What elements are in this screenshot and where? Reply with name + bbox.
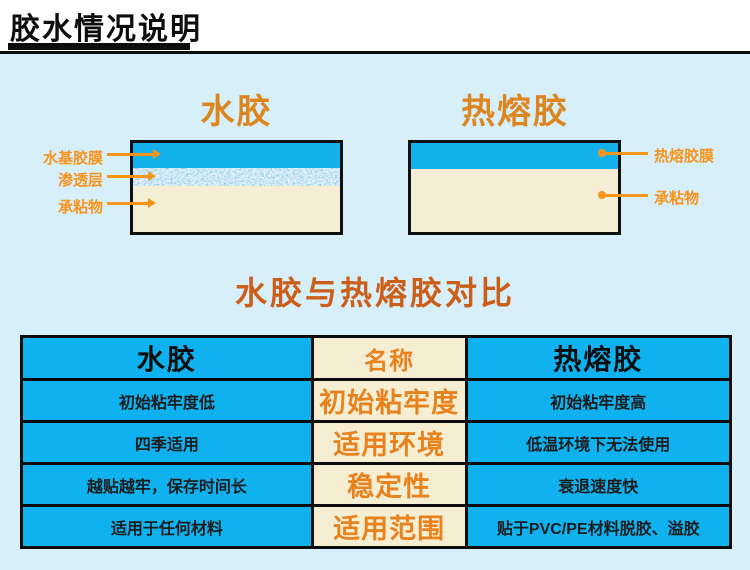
- row-stability-hot: 衰退速度快: [464, 462, 733, 507]
- table-row: 初始粘牢度低 初始粘牢度 初始粘牢度高: [20, 378, 733, 423]
- table-row: 适用于任何材料 适用范围 贴于PVC/PE材料脱胶、溢胶: [20, 504, 733, 549]
- row-environment-name: 适用环境: [310, 420, 468, 465]
- water-film-leader-arrow-icon: [107, 149, 161, 159]
- header-water-glue: 水胶: [20, 335, 314, 381]
- row-initial-bond-hot: 初始粘牢度高: [464, 378, 733, 423]
- comparison-heading: 水胶与热熔胶对比: [234, 275, 515, 311]
- row-stability-name: 稳定性: [310, 462, 468, 507]
- row-scope-water: 适用于任何材料: [20, 504, 314, 549]
- hot-melt-film-label: 热熔胶膜: [654, 148, 715, 165]
- water-glue-title: 水胶: [200, 93, 273, 131]
- permeation-leader-arrow-icon: [107, 171, 156, 181]
- permeation-label: 渗透层: [57, 172, 103, 189]
- row-initial-bond-name: 初始粘牢度: [310, 378, 468, 423]
- hot-melt-adherend-leader-line: [604, 193, 648, 197]
- row-scope-name: 适用范围: [310, 504, 468, 549]
- hot-melt-film-leader-line: [604, 151, 648, 155]
- header-divider-rule: [0, 51, 750, 54]
- water-adherend-label: 承粘物: [57, 199, 103, 216]
- row-environment-water: 四季适用: [20, 420, 314, 465]
- page-title: 胶水情况说明: [10, 13, 202, 46]
- water-glue-layer-diagram: [130, 140, 343, 235]
- row-stability-water: 越贴越牢，保存时间长: [20, 462, 314, 507]
- water-film-label: 水基胶膜: [42, 150, 103, 167]
- table-row: 四季适用 适用环境 低温环境下无法使用: [20, 420, 733, 465]
- water-adherend-leader-arrow-icon: [107, 198, 156, 208]
- comparison-table: 水胶 名称 热熔胶 初始粘牢度低 初始粘牢度 初始粘牢度高 四季适用 适用环境 …: [20, 335, 733, 549]
- table-header-row: 水胶 名称 热熔胶: [20, 335, 733, 381]
- row-initial-bond-water: 初始粘牢度低: [20, 378, 314, 423]
- hot-melt-title: 热熔胶: [461, 93, 569, 131]
- hot-melt-adherend-label: 承粘物: [654, 190, 700, 207]
- hot-melt-film-layer: [411, 143, 618, 169]
- hot-melt-adherend-leader-dot-icon: [598, 191, 606, 199]
- title-underline-bar: [8, 43, 190, 50]
- header-hot-melt: 热熔胶: [464, 335, 733, 381]
- hot-melt-layer-diagram: [408, 140, 621, 235]
- row-scope-hot: 贴于PVC/PE材料脱胶、溢胶: [464, 504, 733, 549]
- row-environment-hot: 低温环境下无法使用: [464, 420, 733, 465]
- water-glue-film-layer: [133, 143, 340, 168]
- permeation-layer: [133, 168, 340, 186]
- hot-melt-film-leader-dot-icon: [598, 149, 606, 157]
- table-row: 越贴越牢，保存时间长 稳定性 衰退速度快: [20, 462, 733, 507]
- header-name: 名称: [310, 335, 468, 381]
